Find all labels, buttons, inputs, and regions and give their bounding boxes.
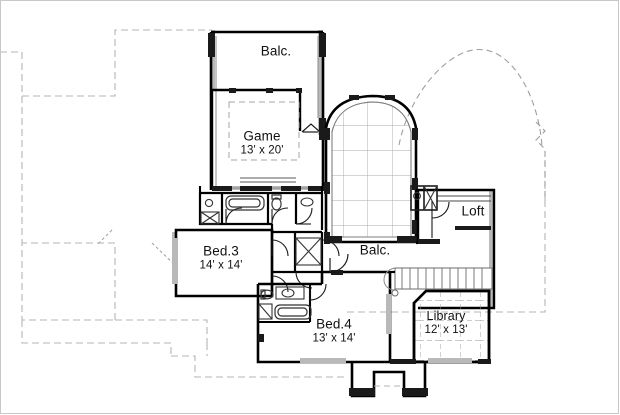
bedroom-4-south-window <box>300 358 346 363</box>
bedroom-4-balc-door <box>329 253 349 273</box>
bath-sink-icon-2 <box>300 197 314 207</box>
arched-window-wall <box>324 94 418 244</box>
room-label-bedroom-3: Bed.3 14' x 14' <box>199 243 243 272</box>
roof-ridge-dashed <box>398 48 546 200</box>
room-label-balcony-lower: Balc. <box>359 242 391 259</box>
room-label-game-room: Game 13' x 20' <box>240 128 284 157</box>
room-label-bedroom-4: Bed.4 13' x 14' <box>312 316 356 345</box>
arched-wall-mullion-blocks <box>324 95 418 244</box>
loft-rail <box>418 226 491 244</box>
staircase <box>383 267 493 297</box>
room-label-library: Library 12' x 13' <box>424 310 467 336</box>
bed4-bath-tub-icon <box>274 304 312 320</box>
room-name-game-room: Game <box>243 128 281 144</box>
room-label-loft: Loft <box>461 203 485 220</box>
game-room-ceiling-dashed <box>228 101 300 161</box>
game-room-wall-jogs <box>229 88 302 93</box>
room-name-balcony-upper: Balc. <box>260 43 292 59</box>
portico-left-step <box>349 388 428 396</box>
library-walls <box>412 289 491 364</box>
bed4-bath-small-shower-icon <box>258 303 273 320</box>
room-dims-library: 12' x 13' <box>424 323 468 336</box>
loft-door-swing <box>431 201 450 238</box>
bath-shower-icon-1 <box>200 211 220 225</box>
room-name-bedroom-3: Bed.3 <box>203 243 239 259</box>
room-name-library: Library <box>426 309 466 324</box>
room-label-balcony-upper: Balc. <box>260 43 292 60</box>
closet-shower-icon <box>295 237 322 266</box>
upper-hall-shelf <box>240 177 296 183</box>
bed4-door-swing <box>309 283 327 301</box>
bath-tub-icon <box>225 195 265 211</box>
bedroom-3-window <box>173 238 178 284</box>
loft-bath-sink-icon <box>413 192 421 200</box>
room-dims-bedroom-3: 14' x 14' <box>199 259 243 272</box>
bed4-bath-sink-icon <box>275 286 305 300</box>
room-name-bedroom-4: Bed.4 <box>316 316 352 332</box>
room-name-balcony-lower: Balc. <box>359 242 391 258</box>
library-window <box>428 358 472 363</box>
room-name-loft: Loft <box>461 203 485 219</box>
balcony-upper-rail-posts <box>208 33 326 140</box>
game-room-door-swing <box>301 123 321 133</box>
balcony-upper-inner-line <box>215 36 319 186</box>
bath-toilet-icon <box>271 194 282 211</box>
bed4-bath-toilet-icon <box>260 289 274 300</box>
bath-door-swings-upper <box>225 207 313 225</box>
floor-below-dashed <box>0 29 345 378</box>
loft-north-shelf <box>437 195 491 202</box>
bath-sink-icon-1 <box>204 198 214 208</box>
east-connector-walls <box>390 188 418 274</box>
below-diagonal-tick <box>97 229 179 269</box>
game-room-south-wall <box>212 186 324 191</box>
bedroom-4-east-window <box>386 294 391 334</box>
loft-bath-shower-icon <box>423 185 438 211</box>
bedroom-4-rail <box>258 270 343 342</box>
room-dims-bedroom-4: 13' x 14' <box>312 332 356 345</box>
room-dims-game-room: 13' x 20' <box>240 144 284 157</box>
upper-hall-jog <box>198 186 324 193</box>
south-wall-ties <box>390 359 491 364</box>
